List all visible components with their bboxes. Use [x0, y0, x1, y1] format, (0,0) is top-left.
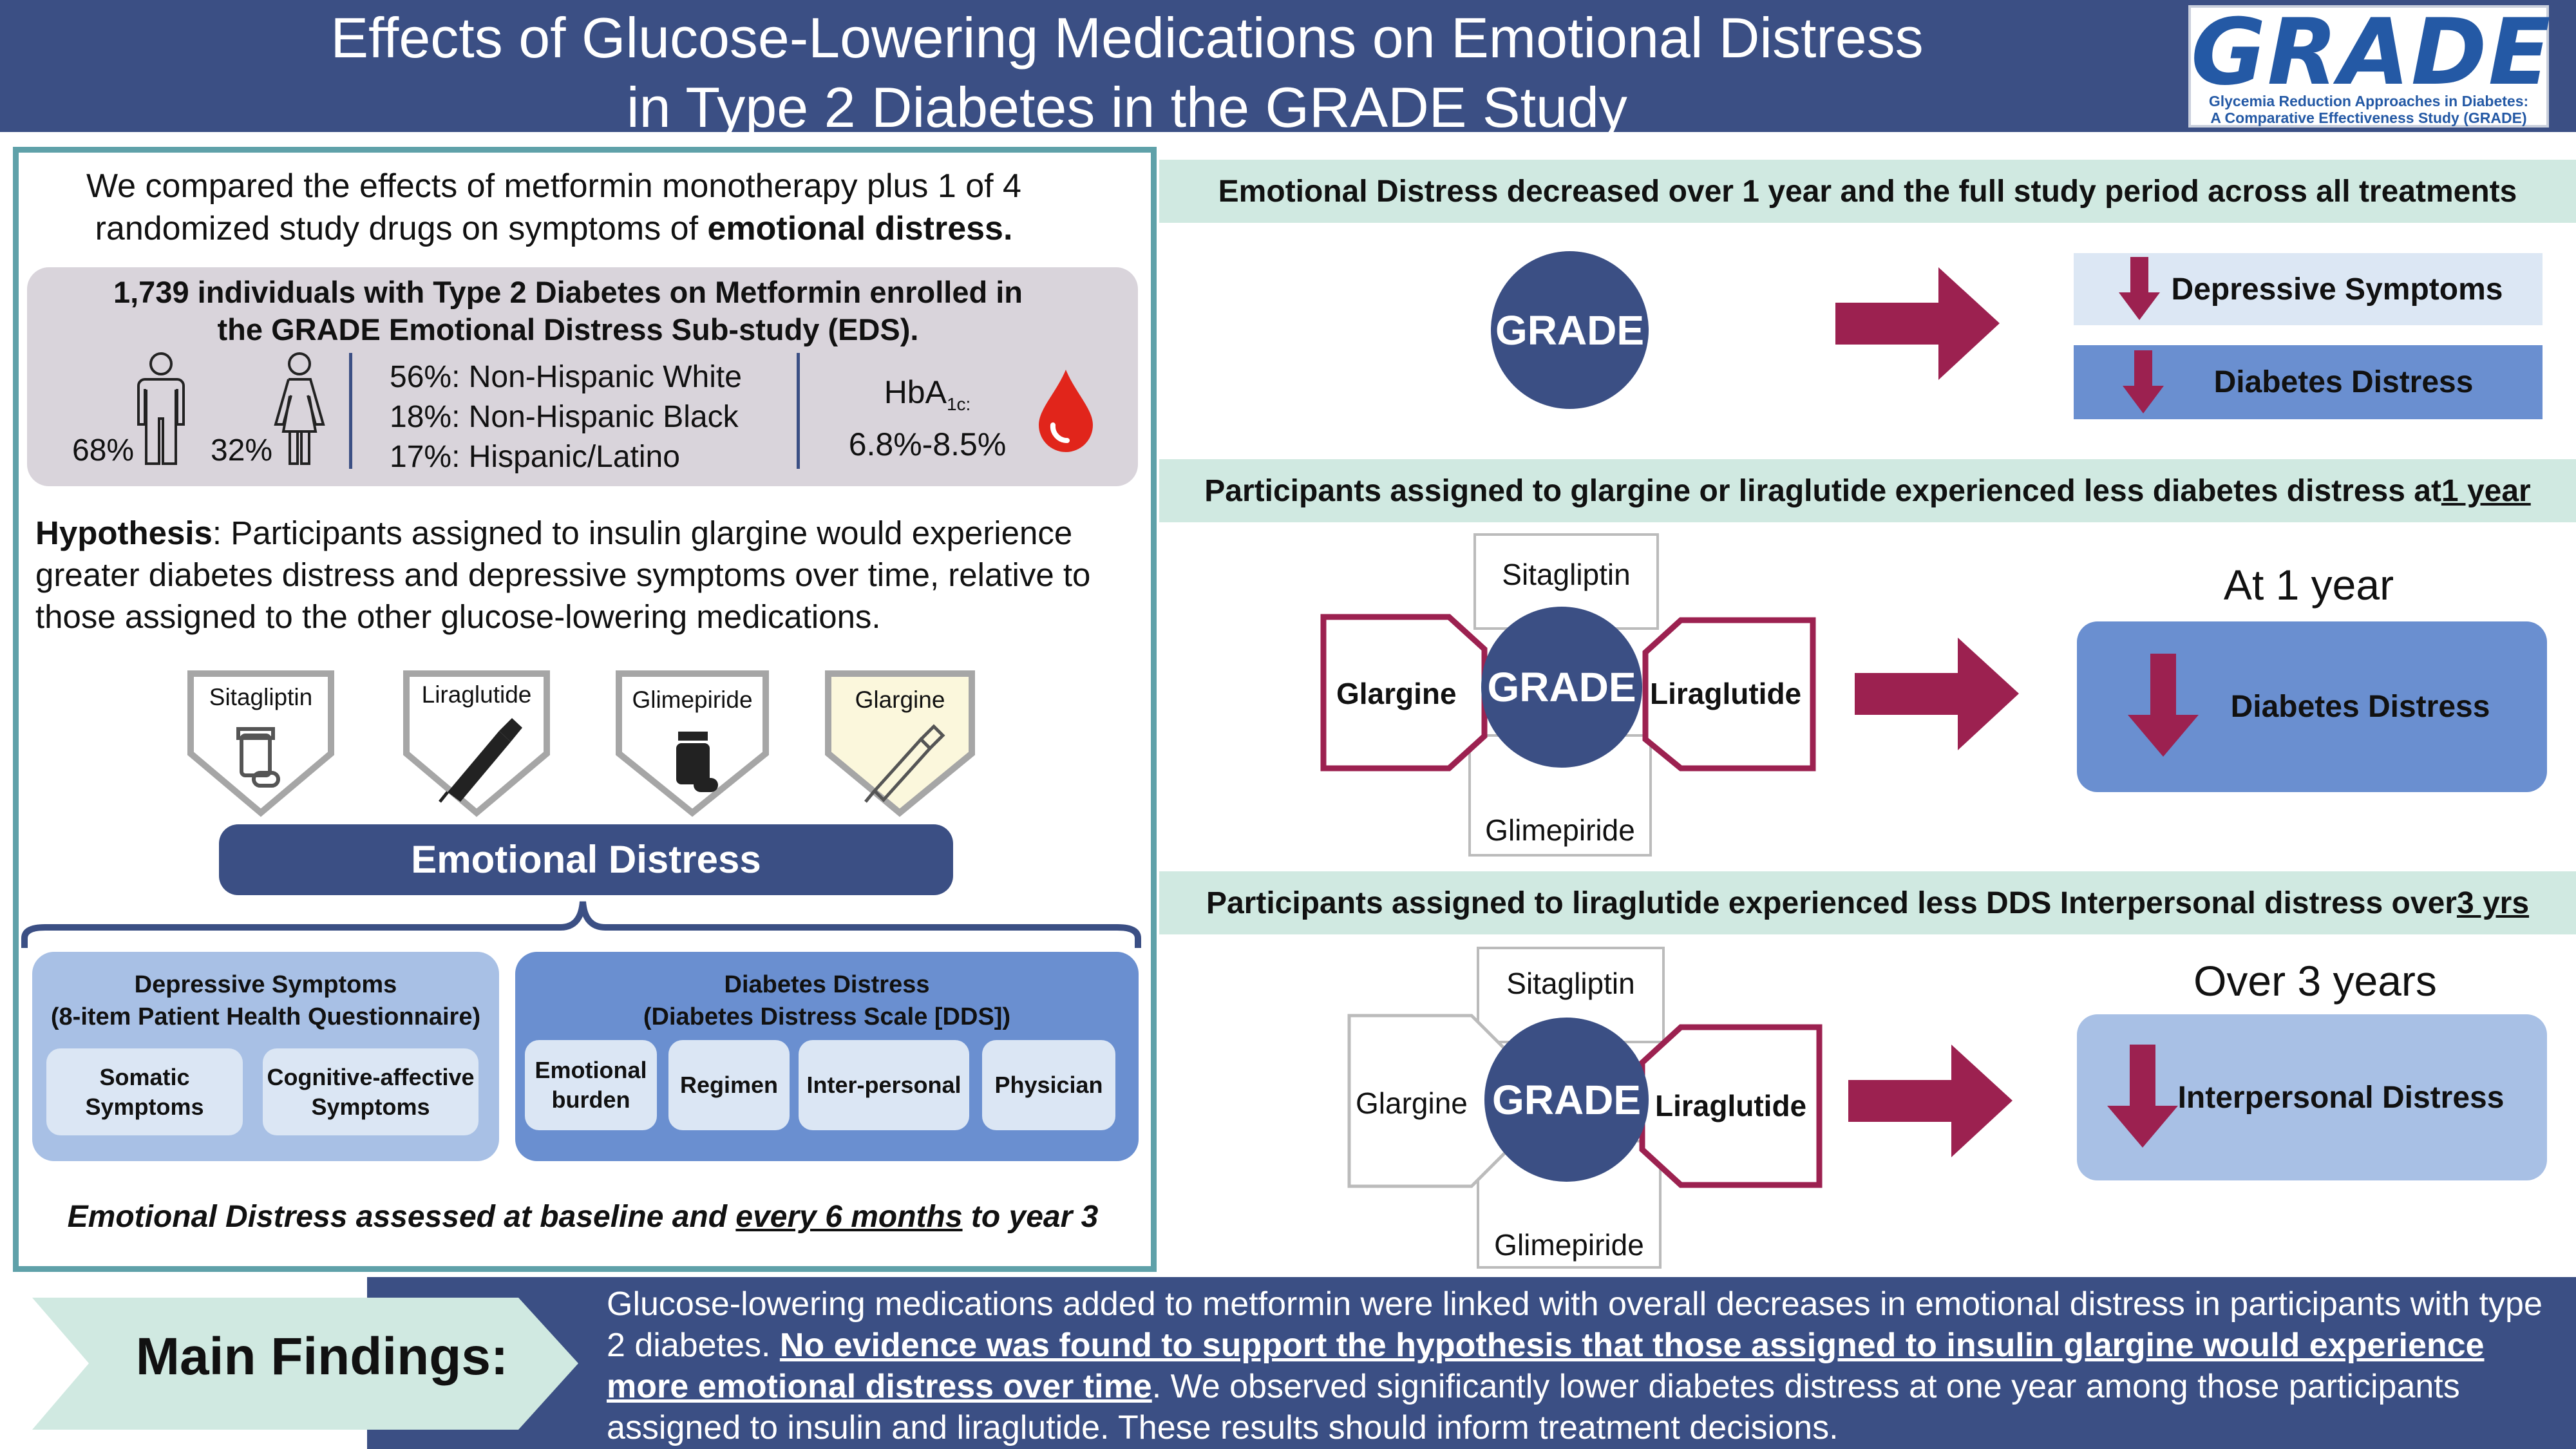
- cognitive-affective-box: Cognitive-affective Symptoms: [263, 1048, 478, 1135]
- depressive-title-line-1: Depressive Symptoms: [134, 971, 397, 998]
- enrollment-box: [27, 267, 1138, 486]
- drug-badge-liraglutide: [403, 670, 550, 817]
- interpersonal-box: Inter-personal: [799, 1040, 969, 1130]
- main-findings-banner: [367, 1277, 2576, 1449]
- title-line-1: Effects of Glucose-Lowering Medications …: [330, 6, 1924, 70]
- cross-top-label: Sitagliptin: [1506, 967, 1635, 1000]
- cross-right-label: Liraglutide: [1655, 1089, 1807, 1122]
- finding-band-2: Participants assigned to glargine or lir…: [1159, 459, 2576, 522]
- result-depressive-symptoms: Depressive Symptoms: [2074, 253, 2543, 325]
- result-interpersonal-distress: Interpersonal Distress: [2077, 1014, 2547, 1180]
- drug-label-sitagliptin: Sitagliptin: [209, 684, 313, 710]
- drug-badge-glimepiride: [616, 670, 769, 817]
- enrollment-line-1: 1,739 individuals with Type 2 Diabetes o…: [113, 275, 1023, 309]
- title-line-2: in Type 2 Diabetes in the GRADE Study: [627, 75, 1627, 139]
- demographic-white: 56%: Non-Hispanic White: [390, 360, 742, 394]
- cross-right-label: Liraglutide: [1650, 677, 1802, 710]
- finding-band-1: Emotional Distress decreased over 1 year…: [1159, 160, 2576, 223]
- cross-left-arrow: [1320, 614, 1488, 772]
- down-arrow-icon: [2118, 257, 2160, 320]
- main-findings-chevron: [32, 1298, 578, 1430]
- enrollment-line-2: the GRADE Emotional Distress Sub-study (…: [217, 312, 919, 346]
- male-person-icon: [137, 352, 185, 465]
- right-arrow-icon: [1835, 267, 2000, 380]
- emotional-burden-box: Emotional burden: [525, 1040, 657, 1130]
- depressive-symptoms-title: Depressive Symptoms (8-item Patient Heal…: [32, 969, 499, 1033]
- heading-at-1-year: At 1 year: [2223, 561, 2394, 609]
- grade-circle: GRADE: [1481, 607, 1642, 768]
- demographics-list: 56%: Non-Hispanic White 18%: Non-Hispani…: [390, 357, 742, 477]
- cross-bottom-label: Glimepiride: [1494, 1228, 1644, 1262]
- blood-drop-icon: [1039, 370, 1093, 452]
- cross-top-label: Sitagliptin: [1502, 558, 1631, 591]
- diabetes-distress-title: Diabetes Distress (Diabetes Distress Sca…: [515, 969, 1139, 1033]
- regimen-box: Regimen: [668, 1040, 790, 1130]
- right-arrow-icon: [1855, 638, 2019, 750]
- hba1c-values: 6.8%-8.5%: [848, 426, 1007, 462]
- demographic-black: 18%: Non-Hispanic Black: [390, 400, 739, 434]
- assessment-note: Emotional Distress assessed at baseline …: [67, 1200, 1099, 1234]
- grade-circle: GRADE: [1491, 251, 1649, 409]
- cross-right-arrow: [1642, 617, 1816, 772]
- female-person-icon: [274, 352, 325, 465]
- insulin-pen-icon: [448, 731, 511, 802]
- female-percent: 32%: [211, 433, 273, 468]
- dds-title-line-2: (Diabetes Distress Scale [DDS]): [643, 1003, 1011, 1030]
- right-arrow-icon: [1848, 1045, 2012, 1157]
- grade-circle: GRADE: [1484, 1018, 1649, 1182]
- pill-bottle-icon: [678, 732, 708, 741]
- result-diabetes-distress-1yr: Diabetes Distress: [2077, 621, 2547, 792]
- physician-box: Physician: [982, 1040, 1115, 1130]
- somatic-symptoms-box: Somatic Symptoms: [46, 1048, 243, 1135]
- demographic-hispanic: 17%: Hispanic/Latino: [390, 440, 680, 474]
- divider: [797, 353, 800, 469]
- cross-left-label: Glargine: [1336, 677, 1457, 710]
- drug-badge-glargine: [825, 670, 975, 817]
- drug-label-glargine: Glargine: [855, 687, 945, 713]
- dds-title-line-1: Diabetes Distress: [724, 971, 930, 998]
- bracket-connector: [21, 901, 1141, 948]
- grade-logo: GRADE Glycemia Reduction Approaches in D…: [2188, 0, 2552, 128]
- down-arrow-icon: [2127, 654, 2199, 757]
- page-title: Effects of Glucose-Lowering Medications …: [309, 3, 1945, 142]
- hba1c-range: HbA1c: 6.8%-8.5%: [831, 372, 1024, 464]
- header-banner: [0, 0, 2576, 132]
- cross-bottom-label: Glimepiride: [1485, 813, 1635, 847]
- drug-label-glimepiride: Glimepiride: [632, 687, 753, 713]
- logo-word: GRADE: [2191, 0, 2552, 106]
- intro-line-1: We compared the effects of metformin mon…: [86, 167, 1021, 205]
- logo-sub-line-1: Glycemia Reduction Approaches in Diabete…: [2208, 93, 2529, 109]
- down-arrow-icon: [2122, 350, 2164, 413]
- intro-line-2: randomized study drugs on symptoms of em…: [95, 210, 1013, 247]
- intro-text: We compared the effects of metformin mon…: [64, 165, 1043, 250]
- drug-label-liraglutide: Liraglutide: [421, 681, 532, 708]
- drug-badge-sitagliptin: [187, 670, 334, 817]
- divider: [349, 353, 352, 469]
- main-findings-label: Main Findings:: [135, 1327, 509, 1386]
- finding-band-3: Participants assigned to liraglutide exp…: [1159, 871, 2576, 934]
- down-arrow-icon: [2107, 1044, 2178, 1148]
- heading-over-3-years: Over 3 years: [2193, 957, 2437, 1005]
- result-diabetes-distress: Diabetes Distress: [2074, 345, 2543, 419]
- depressive-title-line-2: (8-item Patient Health Questionnaire): [50, 1003, 481, 1030]
- emotional-distress-bar: Emotional Distress: [219, 824, 953, 895]
- main-findings-text: Glucose-lowering medications added to me…: [607, 1285, 2543, 1446]
- cross-right-arrow: [1639, 1024, 1823, 1188]
- hba1c-label: HbA1c:: [884, 374, 971, 414]
- hypothesis-text: Hypothesis: Participants assigned to ins…: [35, 515, 1091, 635]
- logo-sub-line-2: A Comparative Effectiveness Study (GRADE…: [2210, 109, 2527, 126]
- logo-subtitle: Glycemia Reduction Approaches in Diabete…: [2191, 93, 2546, 126]
- cross-left-label: Glargine: [1356, 1086, 1468, 1120]
- enrollment-title: 1,739 individuals with Type 2 Diabetes o…: [40, 274, 1096, 348]
- male-percent: 68%: [72, 433, 135, 468]
